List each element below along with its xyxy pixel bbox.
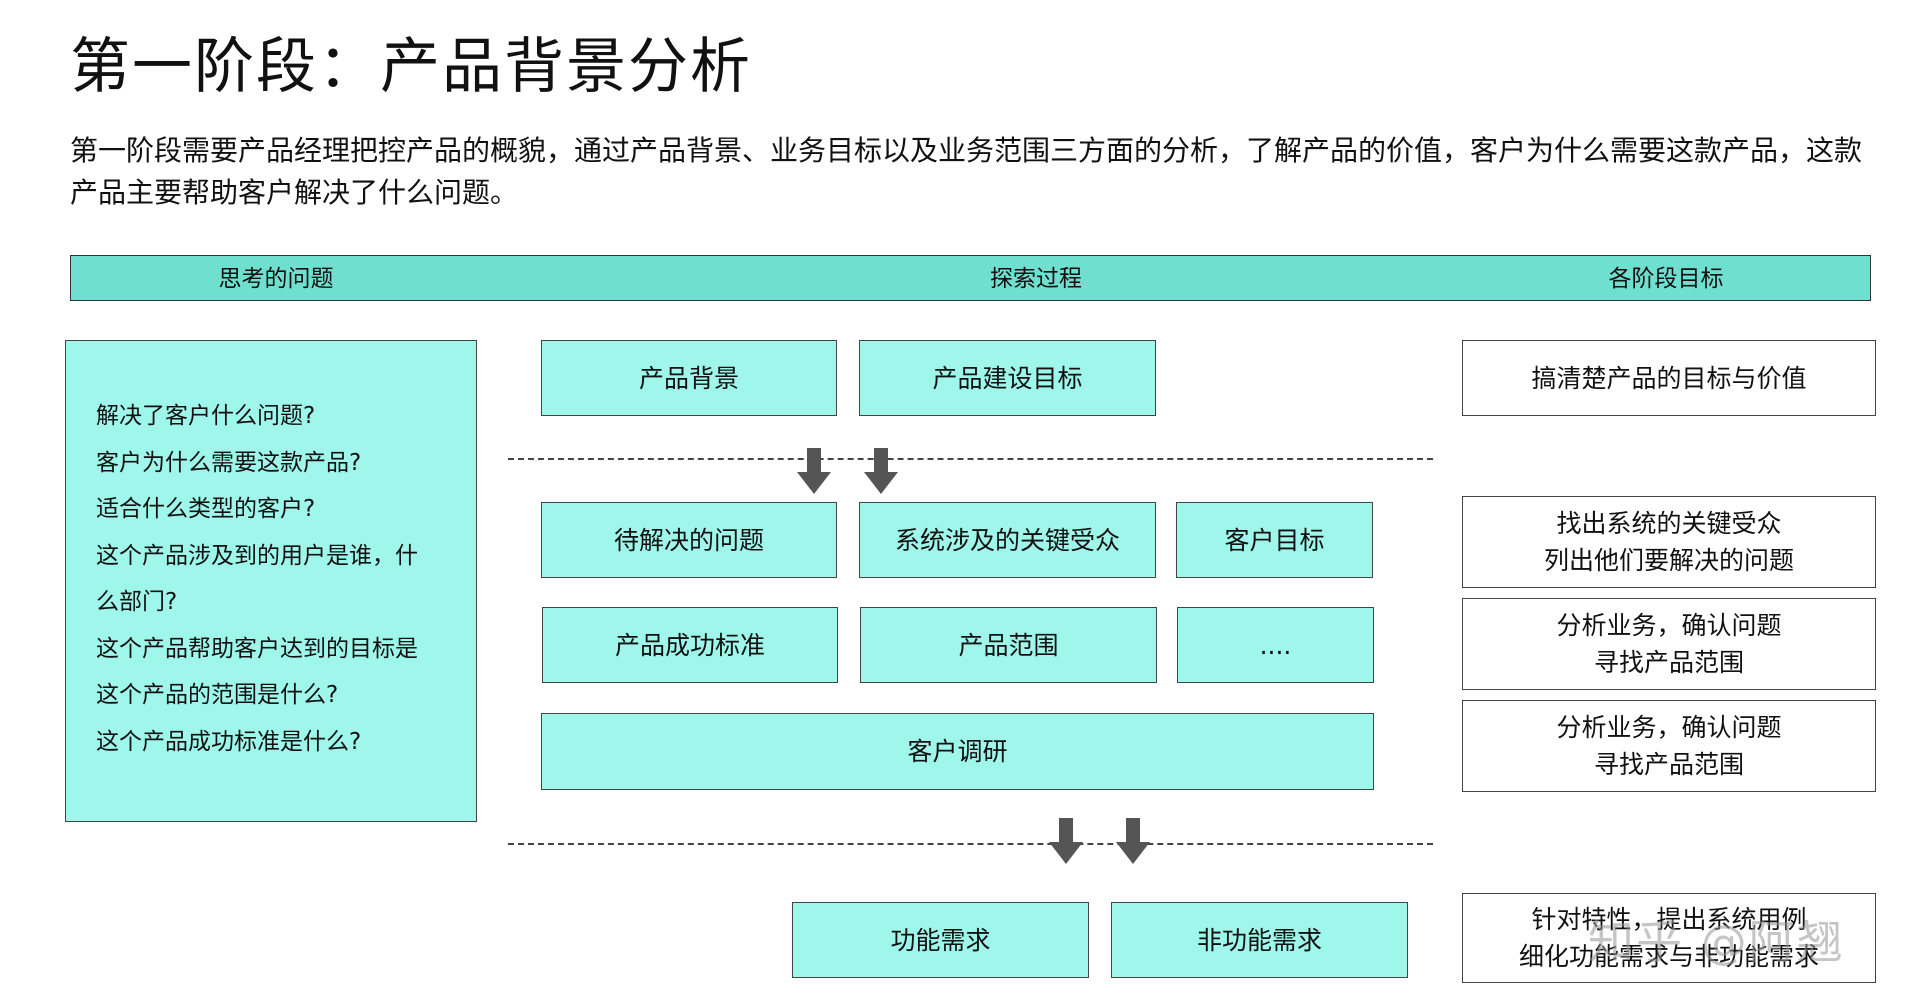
process-more-ellipsis: .... (1177, 607, 1374, 683)
goal-line: 搞清楚产品的目标与价值 (1531, 363, 1807, 393)
process-nonfunctional-requirements: 非功能需求 (1111, 902, 1408, 978)
process-product-background: 产品背景 (541, 340, 837, 416)
question-item: 适合什么类型的客户? (96, 496, 316, 522)
process-product-build-goal: 产品建设目标 (859, 340, 1156, 416)
goal-line: 细化功能需求与非功能需求 (1518, 942, 1819, 971)
question-item: 客户为什么需要这款产品? (96, 449, 362, 476)
header-questions: 思考的问题 (218, 266, 334, 292)
header-goals: 各阶段目标 (1608, 266, 1724, 292)
question-item: 这个产品帮助客户达到的目标是 (96, 635, 418, 662)
process-key-audience: 系统涉及的关键受众 (859, 502, 1156, 578)
column-header-bar: 思考的问题 探索过程 各阶段目标 (70, 255, 1871, 301)
process-customer-research: 客户调研 (541, 713, 1374, 790)
down-arrow-icon (864, 448, 898, 494)
goal-line: 找出系统的关键受众 (1556, 509, 1782, 538)
down-arrow-icon (1049, 818, 1083, 864)
goal-line: 寻找产品范围 (1593, 750, 1744, 779)
goal-box: 搞清楚产品的目标与价值 (1462, 340, 1876, 416)
down-arrow-icon (1116, 818, 1150, 864)
divider-dashed-line (508, 843, 1433, 845)
goal-line: 针对特性，提出系统用例 (1531, 905, 1807, 934)
questions-list: 解决了客户什么问题? 客户为什么需要这款产品? 适合什么类型的客户? 这个产品涉… (96, 393, 450, 765)
goal-line: 列出他们要解决的问题 (1543, 546, 1794, 575)
page-title: 第一阶段：产品背景分析 (70, 32, 752, 102)
question-item: 解决了客户什么问题? (96, 403, 316, 429)
intro-paragraph: 第一阶段需要产品经理把控产品的概貌，通过产品背景、业务目标以及业务范围三方面的分… (70, 134, 1863, 209)
down-arrow-icon (797, 448, 831, 494)
process-success-criteria: 产品成功标准 (542, 607, 838, 683)
process-customer-goal: 客户目标 (1176, 502, 1373, 578)
goal-line: 分析业务，确认问题 (1556, 611, 1782, 640)
goal-box: 针对特性，提出系统用例 细化功能需求与非功能需求 (1462, 893, 1876, 983)
question-item: 这个产品涉及到的用户是谁，什 (96, 542, 418, 569)
process-functional-requirements: 功能需求 (792, 902, 1089, 978)
watermark: 知乎 @阿翘 (1588, 915, 1845, 969)
goal-line: 寻找产品范围 (1593, 648, 1744, 677)
questions-panel: 解决了客户什么问题? 客户为什么需要这款产品? 适合什么类型的客户? 这个产品涉… (65, 340, 477, 822)
question-item: 这个产品的范围是什么? (96, 682, 339, 708)
goal-box: 找出系统的关键受众 列出他们要解决的问题 (1462, 496, 1876, 588)
process-pending-problems: 待解决的问题 (541, 502, 837, 578)
process-product-scope: 产品范围 (860, 607, 1157, 683)
goal-box: 分析业务，确认问题 寻找产品范围 (1462, 598, 1876, 690)
divider-dashed-line (508, 458, 1433, 460)
question-item: 么部门? (96, 589, 178, 615)
header-process: 探索过程 (990, 266, 1082, 292)
question-item: 这个产品成功标准是什么? (96, 728, 362, 755)
goal-line: 分析业务，确认问题 (1556, 713, 1782, 742)
goal-box: 分析业务，确认问题 寻找产品范围 (1462, 700, 1876, 792)
